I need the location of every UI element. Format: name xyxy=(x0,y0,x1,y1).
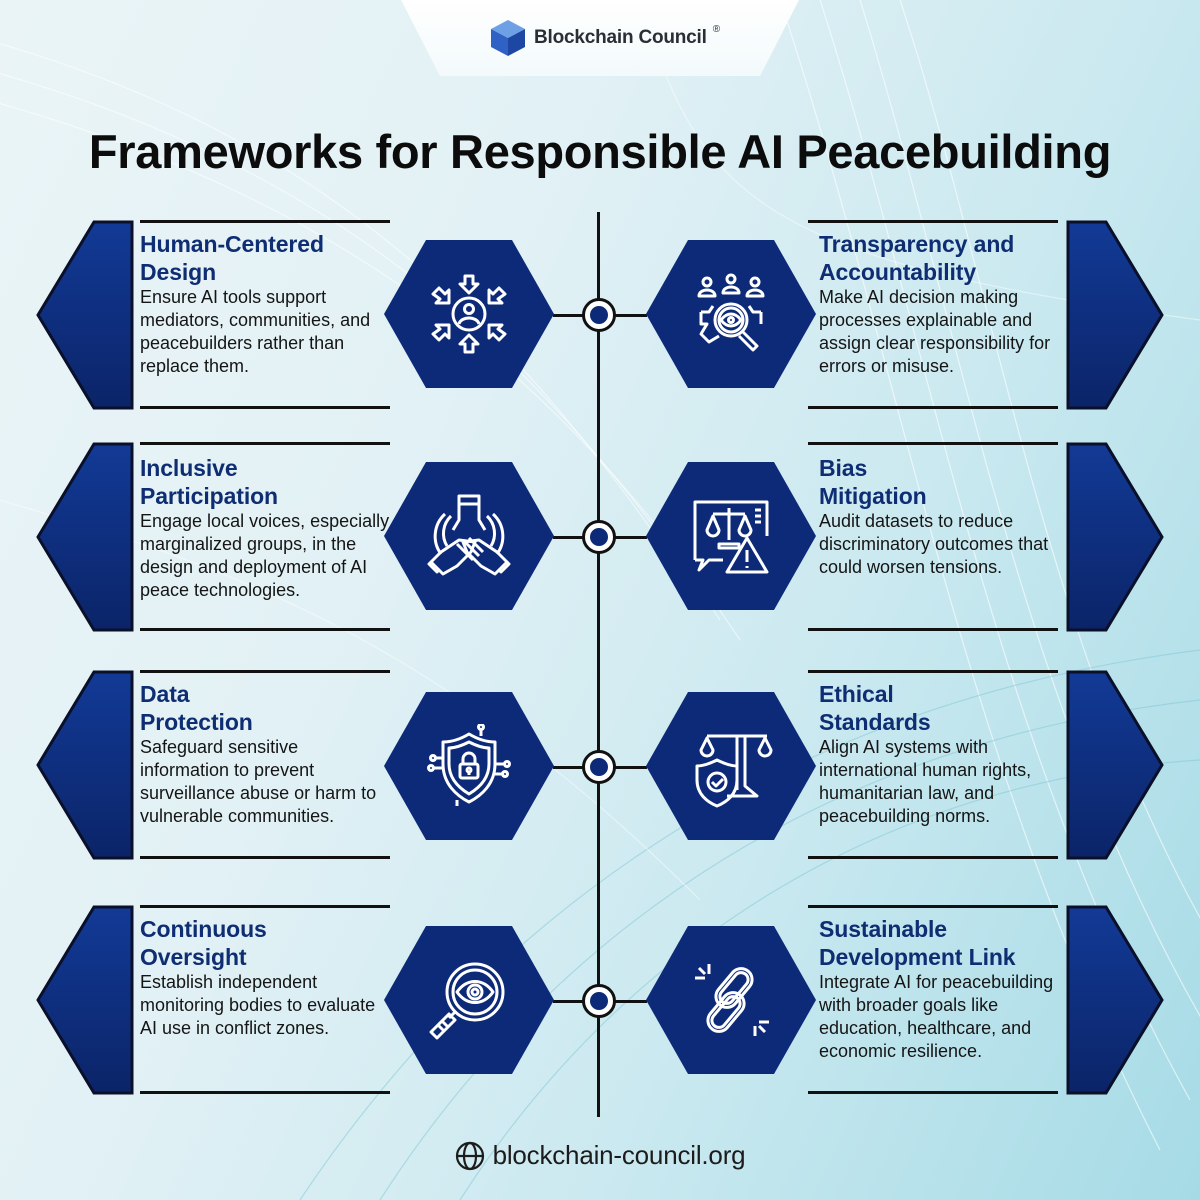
timeline-node xyxy=(582,520,616,554)
card-top-rule xyxy=(140,220,390,223)
hexagon-icon-badge xyxy=(383,238,555,390)
card-bottom-rule xyxy=(808,406,1058,409)
card-bottom-rule xyxy=(140,406,390,409)
hexagon-icon-badge xyxy=(645,924,817,1076)
card-description: Ensure AI tools support mediators, commu… xyxy=(140,287,371,376)
timeline-node xyxy=(582,750,616,784)
card-top-rule xyxy=(808,905,1058,908)
card-bottom-rule xyxy=(808,1091,1058,1094)
card-bottom-rule xyxy=(808,628,1058,631)
card-description: Audit datasets to reduce discriminatory … xyxy=(819,511,1049,577)
chain-link-icon xyxy=(695,964,769,1036)
hexagon-icon-badge xyxy=(383,924,555,1076)
page-title: Frameworks for Responsible AI Peacebuild… xyxy=(88,125,1112,178)
hexagon-icon-badge xyxy=(383,460,555,612)
card-description: Safeguard sensitive information to preve… xyxy=(140,737,377,826)
card-description: Make AI decision making processes explai… xyxy=(819,287,1051,376)
hexagon-icon-badge xyxy=(645,238,817,390)
header-logo-tab xyxy=(400,0,800,76)
left-arrow-shape xyxy=(36,220,134,410)
card-top-rule xyxy=(808,220,1058,223)
stacked-hands-icon xyxy=(427,494,511,576)
people-gear-magnifier-icon xyxy=(697,273,765,352)
scales-warning-icon xyxy=(693,500,769,574)
brand-name: Blockchain Council xyxy=(534,27,707,48)
card-top-rule xyxy=(808,442,1058,445)
right-arrow-shape xyxy=(1066,442,1164,632)
right-arrow-shape xyxy=(1066,905,1164,1095)
left-arrow-shape xyxy=(36,670,134,860)
timeline-spine xyxy=(597,212,600,1117)
blue-cube-icon xyxy=(491,20,525,56)
hexagon-icon-badge xyxy=(383,690,555,842)
right-arrow-shape xyxy=(1066,670,1164,860)
right-arrow-shape xyxy=(1066,220,1164,410)
left-arrow-shape xyxy=(36,905,134,1095)
card-bottom-rule xyxy=(140,856,390,859)
card-top-rule xyxy=(140,905,390,908)
card-top-rule xyxy=(140,442,390,445)
hexagon-icon-badge xyxy=(645,690,817,842)
brand-logo[interactable]: Blockchain Council ® xyxy=(488,18,720,58)
card-top-rule xyxy=(140,670,390,673)
card-description: Establish independent monitoring bodies … xyxy=(140,972,376,1038)
timeline-node xyxy=(582,984,616,1018)
timeline-node xyxy=(582,298,616,332)
card-description: Align AI systems with international huma… xyxy=(819,737,1032,826)
hexagon-icon-badge xyxy=(645,460,817,612)
registered-mark: ® xyxy=(712,23,721,35)
globe-icon xyxy=(455,1141,484,1170)
person-arrows-inward-icon xyxy=(431,274,507,354)
left-arrow-shape xyxy=(36,442,134,632)
card-bottom-rule xyxy=(140,628,390,631)
magnifier-eye-icon xyxy=(429,962,505,1040)
card-top-rule xyxy=(808,670,1058,673)
scales-shield-check-icon xyxy=(695,734,773,808)
card-bottom-rule xyxy=(808,856,1058,859)
shield-lock-circuit-icon xyxy=(427,724,511,806)
footer-website[interactable]: blockchain-council.org xyxy=(0,1140,1200,1171)
card-description: Integrate AI for peacebuilding with broa… xyxy=(819,972,1054,1061)
card-bottom-rule xyxy=(140,1091,390,1094)
card-description: Engage local voices, especially marginal… xyxy=(140,511,390,600)
website-url[interactable]: blockchain-council.org xyxy=(492,1140,746,1170)
